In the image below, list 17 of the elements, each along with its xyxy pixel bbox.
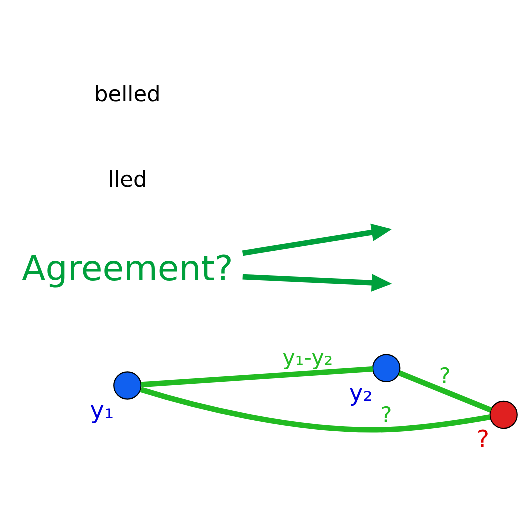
edge-label: ? <box>439 364 451 390</box>
label: belled <box>94 82 161 107</box>
arrow <box>242 274 392 292</box>
node-text: Agreement? <box>22 249 234 290</box>
node-circle <box>372 354 401 382</box>
connector <box>398 370 492 412</box>
label: lled <box>108 168 148 193</box>
node-circle <box>114 371 142 400</box>
node-label: y₁ <box>90 396 114 424</box>
node-label: y₂ <box>349 378 373 407</box>
connector <box>141 366 374 388</box>
arrow <box>242 223 392 256</box>
node-circle <box>490 400 518 429</box>
edge-label: ? <box>380 403 392 428</box>
node-label: ? <box>476 425 490 454</box>
edge-label: y₁-y₂ <box>282 346 334 371</box>
connector <box>140 386 491 432</box>
